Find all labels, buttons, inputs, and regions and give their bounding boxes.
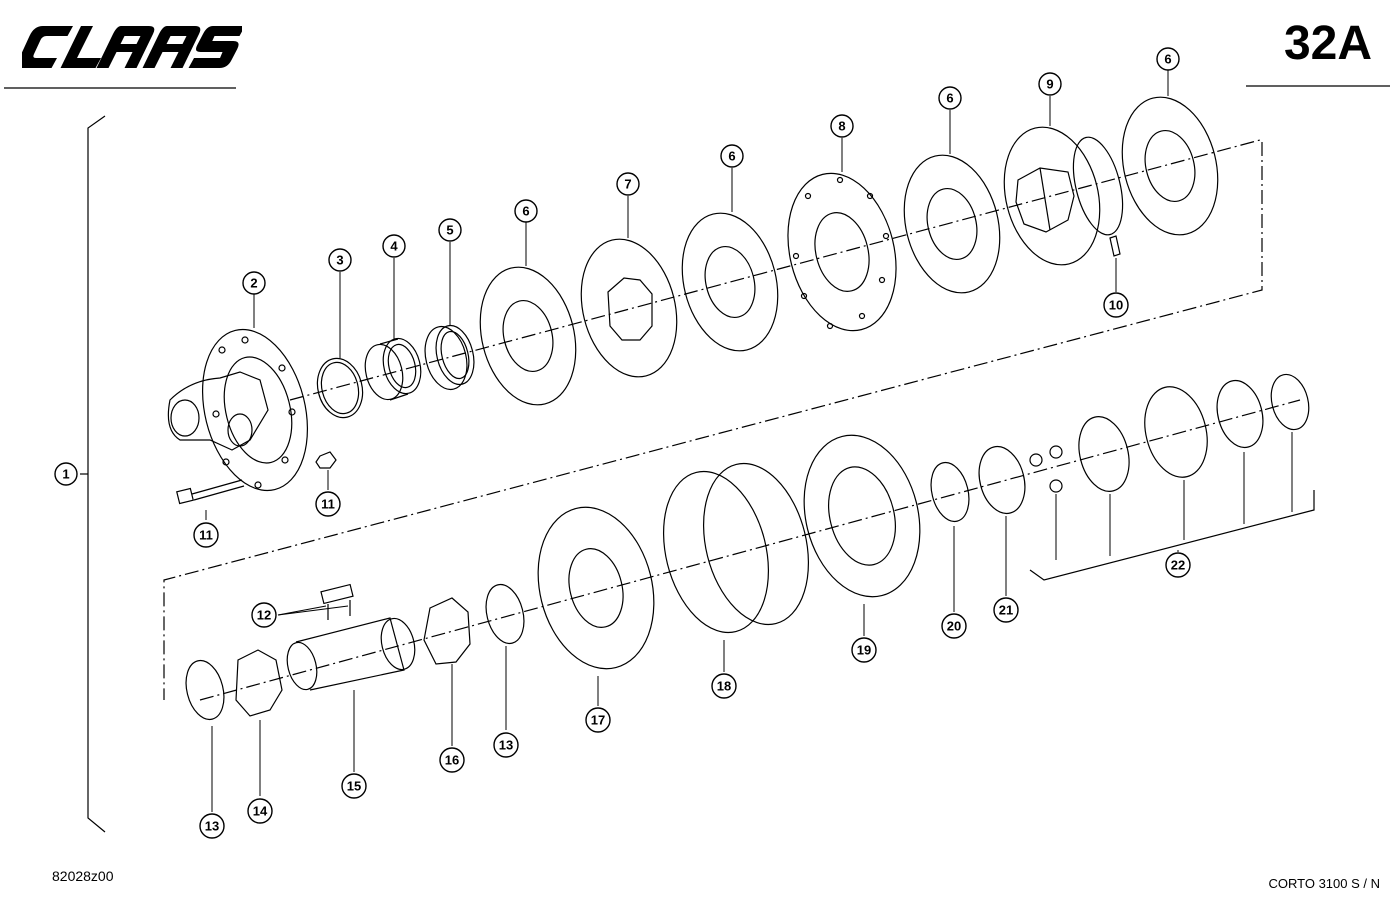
part-20-circlip (930, 461, 970, 523)
callout-6c: 6 (938, 86, 962, 110)
part-4-bearing (364, 337, 422, 401)
part-14-tab-washer (235, 649, 283, 717)
callout-3: 3 (328, 248, 352, 272)
part-6-friction-disc-b (681, 212, 779, 352)
svg-text:12: 12 (257, 608, 271, 623)
page-number: 32A (1283, 17, 1372, 70)
callout-10: 10 (1103, 292, 1129, 318)
callout-12: 12 (251, 602, 277, 628)
part-13-circlip-a (185, 659, 225, 721)
svg-text:6: 6 (1164, 52, 1171, 67)
part-17-flange-plate (537, 506, 655, 670)
svg-text:5: 5 (446, 223, 453, 238)
callout-20: 20 (941, 613, 967, 639)
part-21-ring (978, 445, 1026, 515)
part-19-cover-plate (803, 434, 921, 598)
callout-16: 16 (439, 747, 465, 773)
svg-text:11: 11 (199, 528, 213, 543)
callout-13a: 13 (199, 813, 225, 839)
svg-text:14: 14 (253, 804, 268, 819)
svg-text:13: 13 (499, 738, 513, 753)
callout-22: 22 (1165, 552, 1191, 578)
callout-13b: 13 (493, 732, 519, 758)
part-5-seal (424, 324, 475, 391)
callout-4: 4 (382, 234, 406, 258)
svg-text:20: 20 (947, 619, 961, 634)
assembly-bracket (87, 115, 106, 833)
callout-7: 7 (616, 172, 640, 196)
connection-frame (163, 142, 1263, 700)
claas-logo (22, 26, 242, 68)
svg-text:11: 11 (321, 497, 335, 512)
callout-6b: 6 (720, 144, 744, 168)
svg-text:16: 16 (445, 753, 459, 768)
callout-9: 9 (1038, 72, 1062, 96)
callout-5: 5 (438, 218, 462, 242)
svg-text:8: 8 (838, 119, 845, 134)
svg-text:15: 15 (347, 779, 361, 794)
callout-1: 1 (54, 462, 78, 486)
model-label: CORTO 3100 S / N (1268, 876, 1380, 891)
part-10-grease-nipple (1109, 235, 1121, 257)
svg-text:7: 7 (624, 177, 631, 192)
callout-6d: 6 (1156, 47, 1180, 71)
svg-text:17: 17 (591, 713, 605, 728)
svg-text:6: 6 (728, 149, 735, 164)
svg-text:6: 6 (522, 204, 529, 219)
part-2-yoke-flange (167, 328, 309, 492)
svg-text:1: 1 (62, 467, 69, 482)
svg-text:6: 6 (946, 91, 953, 106)
part-8-pressure-plate (787, 172, 897, 332)
part-18-drum (662, 462, 810, 634)
svg-text:9: 9 (1046, 77, 1053, 92)
callout-19: 19 (851, 637, 877, 663)
part-6-friction-disc-c (903, 154, 1001, 294)
part-7-splined-disc (580, 238, 678, 378)
callout-11b: 11 (193, 522, 219, 548)
svg-text:21: 21 (999, 603, 1013, 618)
callout-15: 15 (341, 773, 367, 799)
callout-8: 8 (830, 114, 854, 138)
part-11-nut (315, 451, 337, 469)
part-9-clutch-hub (1003, 126, 1124, 266)
part-16-tab-washer (423, 597, 471, 665)
part-15-shaft (286, 583, 416, 691)
part-13-circlip-b (485, 583, 525, 645)
svg-text:10: 10 (1109, 298, 1123, 313)
part-6-friction-disc-d (1121, 96, 1219, 236)
svg-text:22: 22 (1171, 558, 1185, 573)
svg-text:4: 4 (390, 239, 398, 254)
callout-14: 14 (247, 798, 273, 824)
svg-text:2: 2 (250, 276, 257, 291)
svg-text:18: 18 (717, 679, 731, 694)
part-6-friction-disc-a (479, 266, 577, 406)
callout-18: 18 (711, 673, 737, 699)
drawing-number: 82028z00 (52, 868, 114, 884)
callout-17: 17 (585, 707, 611, 733)
svg-text:3: 3 (336, 253, 343, 268)
callout-6a: 6 (514, 199, 538, 223)
lower-axis (199, 399, 1301, 701)
part-11-bolt (176, 479, 245, 505)
callout-11a: 11 (315, 491, 341, 517)
callout-21: 21 (993, 597, 1019, 623)
callout-2: 2 (242, 271, 266, 295)
part-3-ring (316, 357, 364, 419)
part-22-bearing-set (1029, 373, 1315, 581)
svg-text:13: 13 (205, 819, 219, 834)
svg-text:19: 19 (857, 643, 871, 658)
